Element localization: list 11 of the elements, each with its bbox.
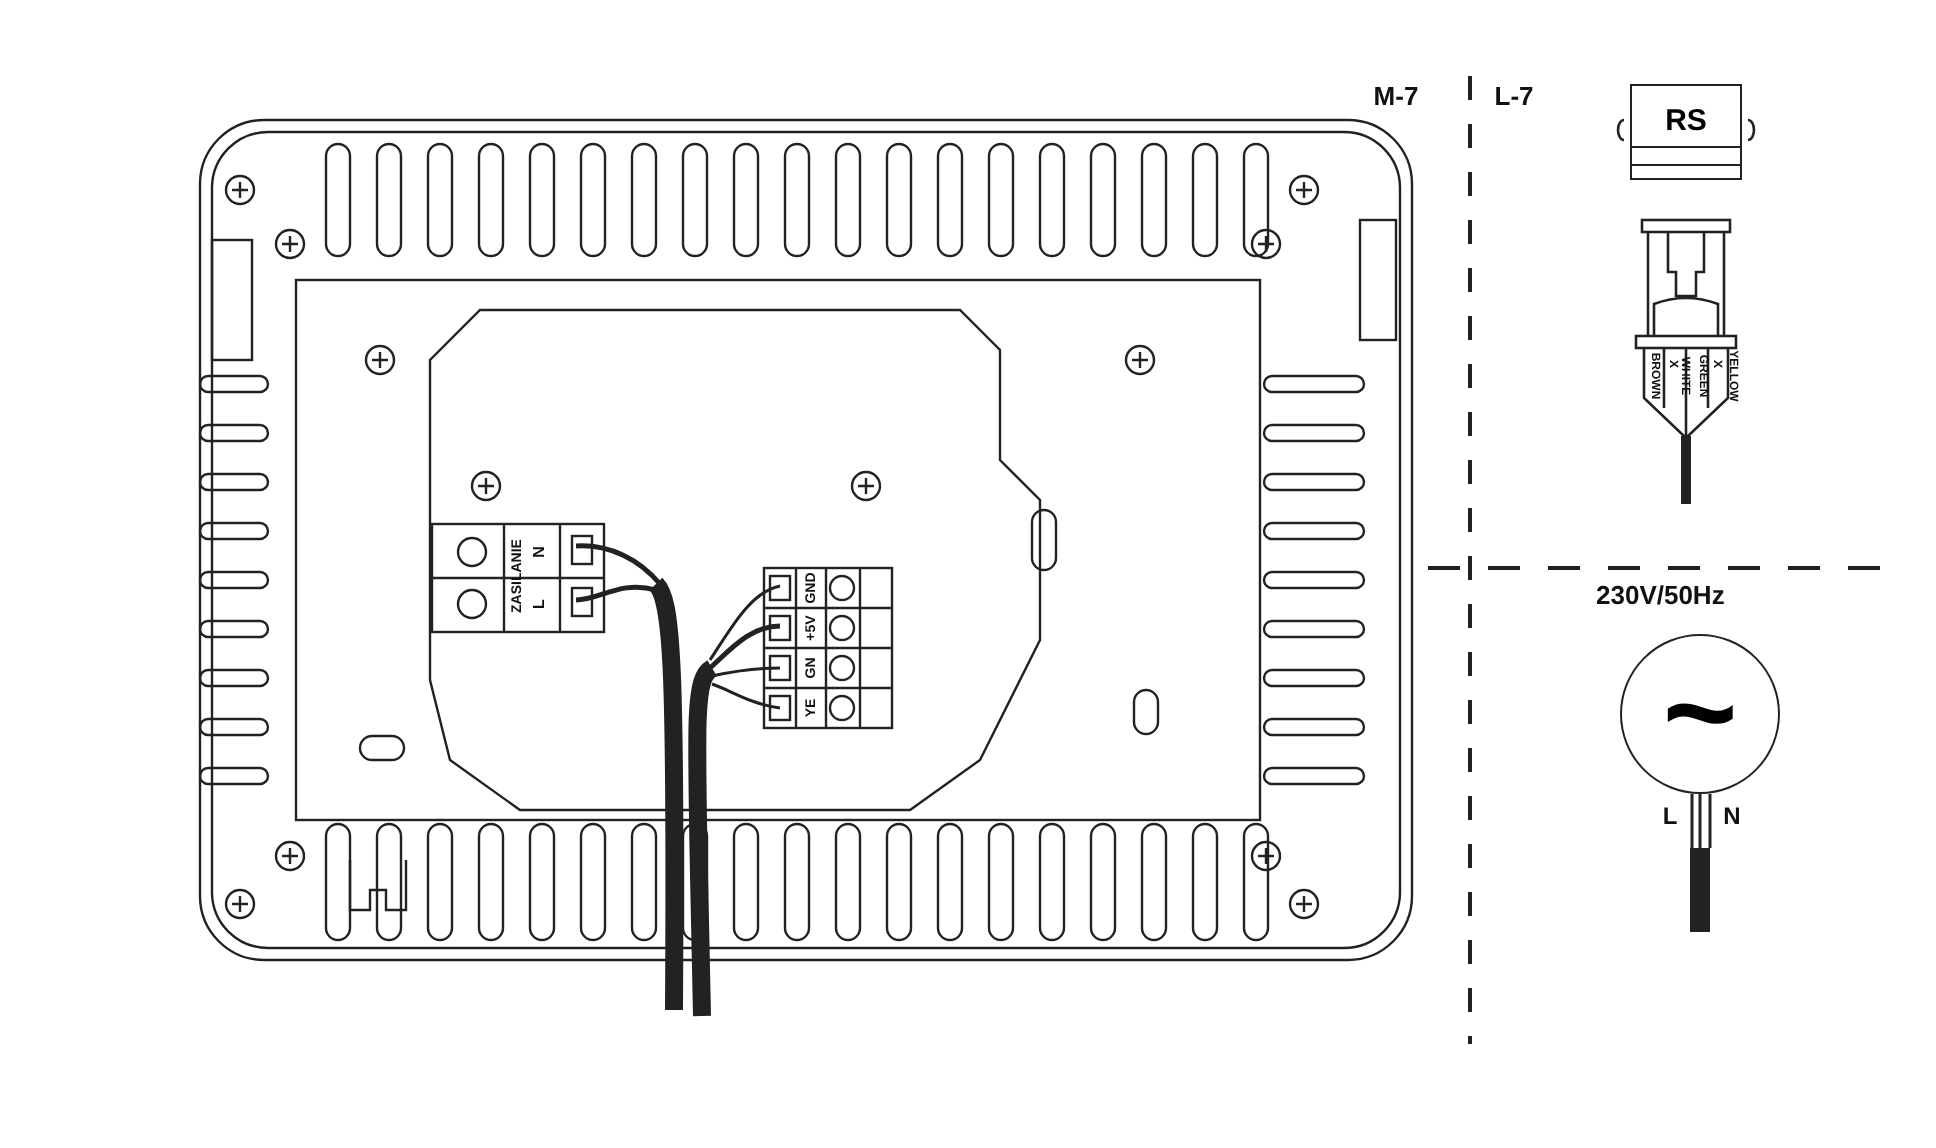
terminal-label: L	[532, 599, 548, 609]
model-label: L-7	[1494, 83, 1534, 109]
terminal-label: N	[532, 546, 548, 558]
wire-label: L	[1662, 804, 1678, 828]
model-label: M-7	[1373, 83, 1419, 109]
voltage-label: 230V/50Hz	[1596, 582, 1725, 608]
ac-symbol: ~	[1662, 662, 1738, 766]
rj-jack-socket	[1630, 84, 1742, 180]
wire-label: N	[1723, 804, 1741, 828]
port-label: RS	[1665, 106, 1707, 136]
ac-source-symbol	[1620, 634, 1780, 794]
